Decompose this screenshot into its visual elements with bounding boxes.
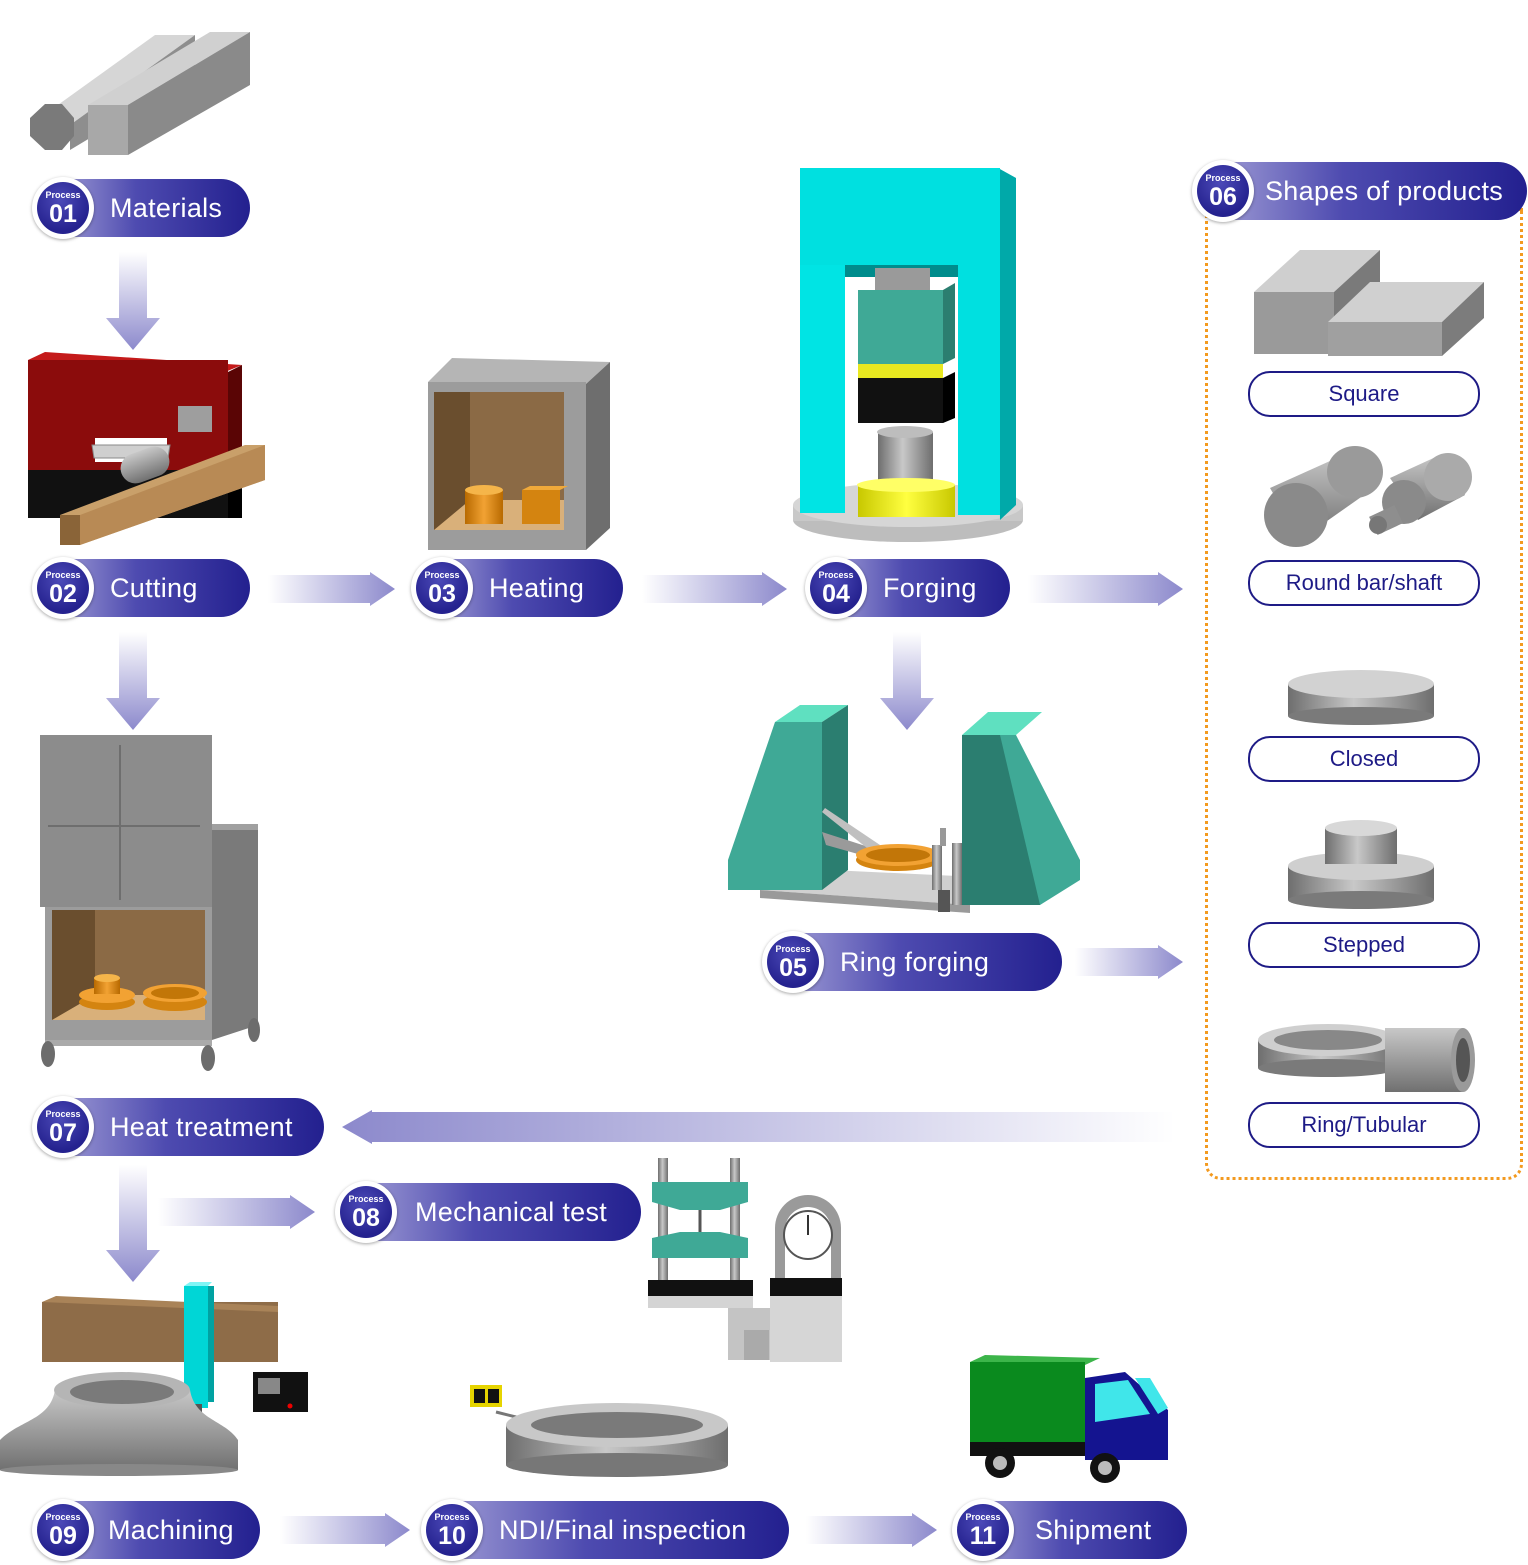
process-number: 07 xyxy=(49,1119,77,1147)
process-badge-word: Process xyxy=(45,190,81,200)
arrow-01-02 xyxy=(106,252,160,350)
process-label: Heating xyxy=(489,573,585,603)
process-label: NDI/Final inspection xyxy=(499,1515,747,1545)
shape-label-stepped: Stepped xyxy=(1248,922,1480,968)
process-label: Forging xyxy=(883,573,977,603)
arrow-05-06 xyxy=(1075,945,1183,979)
arrow-07-08 xyxy=(158,1195,315,1229)
process-number: 09 xyxy=(49,1522,77,1550)
process-number: 04 xyxy=(822,580,850,608)
process-badge-word: Process xyxy=(45,570,81,580)
machining-lathe-illustration xyxy=(0,1282,308,1476)
process-pill: Heat treatment xyxy=(60,1098,324,1156)
mechanical-test-machine-illustration xyxy=(648,1158,842,1362)
process-badge-word: Process xyxy=(424,570,460,580)
shape-closed-illustration xyxy=(1288,670,1434,725)
process-number: 02 xyxy=(49,580,77,608)
arrow-02-03 xyxy=(268,572,395,606)
arrow-06-07 xyxy=(342,1110,1175,1144)
process-label: Mechanical test xyxy=(415,1197,608,1227)
process-number: 05 xyxy=(779,954,807,982)
heating-furnace-illustration xyxy=(428,358,610,550)
arrow-10-11 xyxy=(806,1513,937,1547)
process-number: 08 xyxy=(352,1204,380,1232)
arrow-04-05 xyxy=(880,632,934,730)
process-badge-word: Process xyxy=(348,1194,384,1204)
shapes-of-products-frame xyxy=(1205,208,1523,1180)
shape-label-ring-tubular: Ring/Tubular xyxy=(1248,1102,1480,1148)
arrow-09-10 xyxy=(280,1513,410,1547)
process-badge-word: Process xyxy=(45,1109,81,1119)
shape-stepped-illustration xyxy=(1288,820,1434,909)
process-pill: Heating xyxy=(439,559,623,617)
process-pill: NDI/Final inspection xyxy=(449,1501,789,1559)
materials-illustration xyxy=(30,32,250,155)
process-badge-word: Process xyxy=(965,1512,1001,1522)
shape-round-bar-illustration xyxy=(1264,446,1472,547)
ndi-inspection-illustration xyxy=(470,1385,728,1477)
process-badge-word: Process xyxy=(775,944,811,954)
arrow-04-06 xyxy=(1028,572,1183,606)
process-pill: Forging xyxy=(833,559,1010,617)
process-label: Heat treatment xyxy=(110,1112,293,1142)
process-label: Materials xyxy=(110,193,223,223)
process-label: Ring forging xyxy=(840,947,990,977)
process-label: Shipment xyxy=(1035,1515,1152,1545)
process-badge-word: Process xyxy=(434,1512,470,1522)
process-badge-word: Process xyxy=(45,1512,81,1522)
shipment-truck-illustration xyxy=(970,1355,1168,1483)
shape-label-closed: Closed xyxy=(1248,736,1480,782)
process-pill: Shipment xyxy=(980,1501,1187,1559)
process-pill: Shapes of products xyxy=(1220,162,1527,220)
shape-square-illustration xyxy=(1254,250,1484,356)
forging-press-illustration xyxy=(793,168,1023,542)
arrow-02-07 xyxy=(106,632,160,730)
arrow-07-09 xyxy=(106,1165,160,1282)
shape-ring-tubular-illustration xyxy=(1258,1024,1475,1092)
process-number: 10 xyxy=(438,1522,466,1550)
process-badge-word: Process xyxy=(1205,173,1241,183)
process-number: 06 xyxy=(1209,183,1237,211)
process-number: 01 xyxy=(49,200,77,228)
process-number: 11 xyxy=(969,1522,997,1550)
process-pill: Cutting xyxy=(60,559,250,617)
process-label: Cutting xyxy=(110,573,198,603)
process-number: 03 xyxy=(428,580,456,608)
process-label: Machining xyxy=(108,1515,234,1545)
process-badge-word: Process xyxy=(818,570,854,580)
process-label: Shapes of products xyxy=(1265,176,1504,206)
shape-label-round-bar: Round bar/shaft xyxy=(1248,560,1480,606)
heat-treatment-furnace-illustration xyxy=(40,735,260,1071)
arrow-03-04 xyxy=(642,572,787,606)
process-pill: Mechanical test xyxy=(363,1183,641,1241)
ring-forging-illustration xyxy=(728,705,1080,913)
process-pill: Ring forging xyxy=(790,933,1062,991)
shape-label-square: Square xyxy=(1248,371,1480,417)
cutting-saw-illustration xyxy=(28,352,265,545)
flow-arrows xyxy=(106,252,1183,1547)
